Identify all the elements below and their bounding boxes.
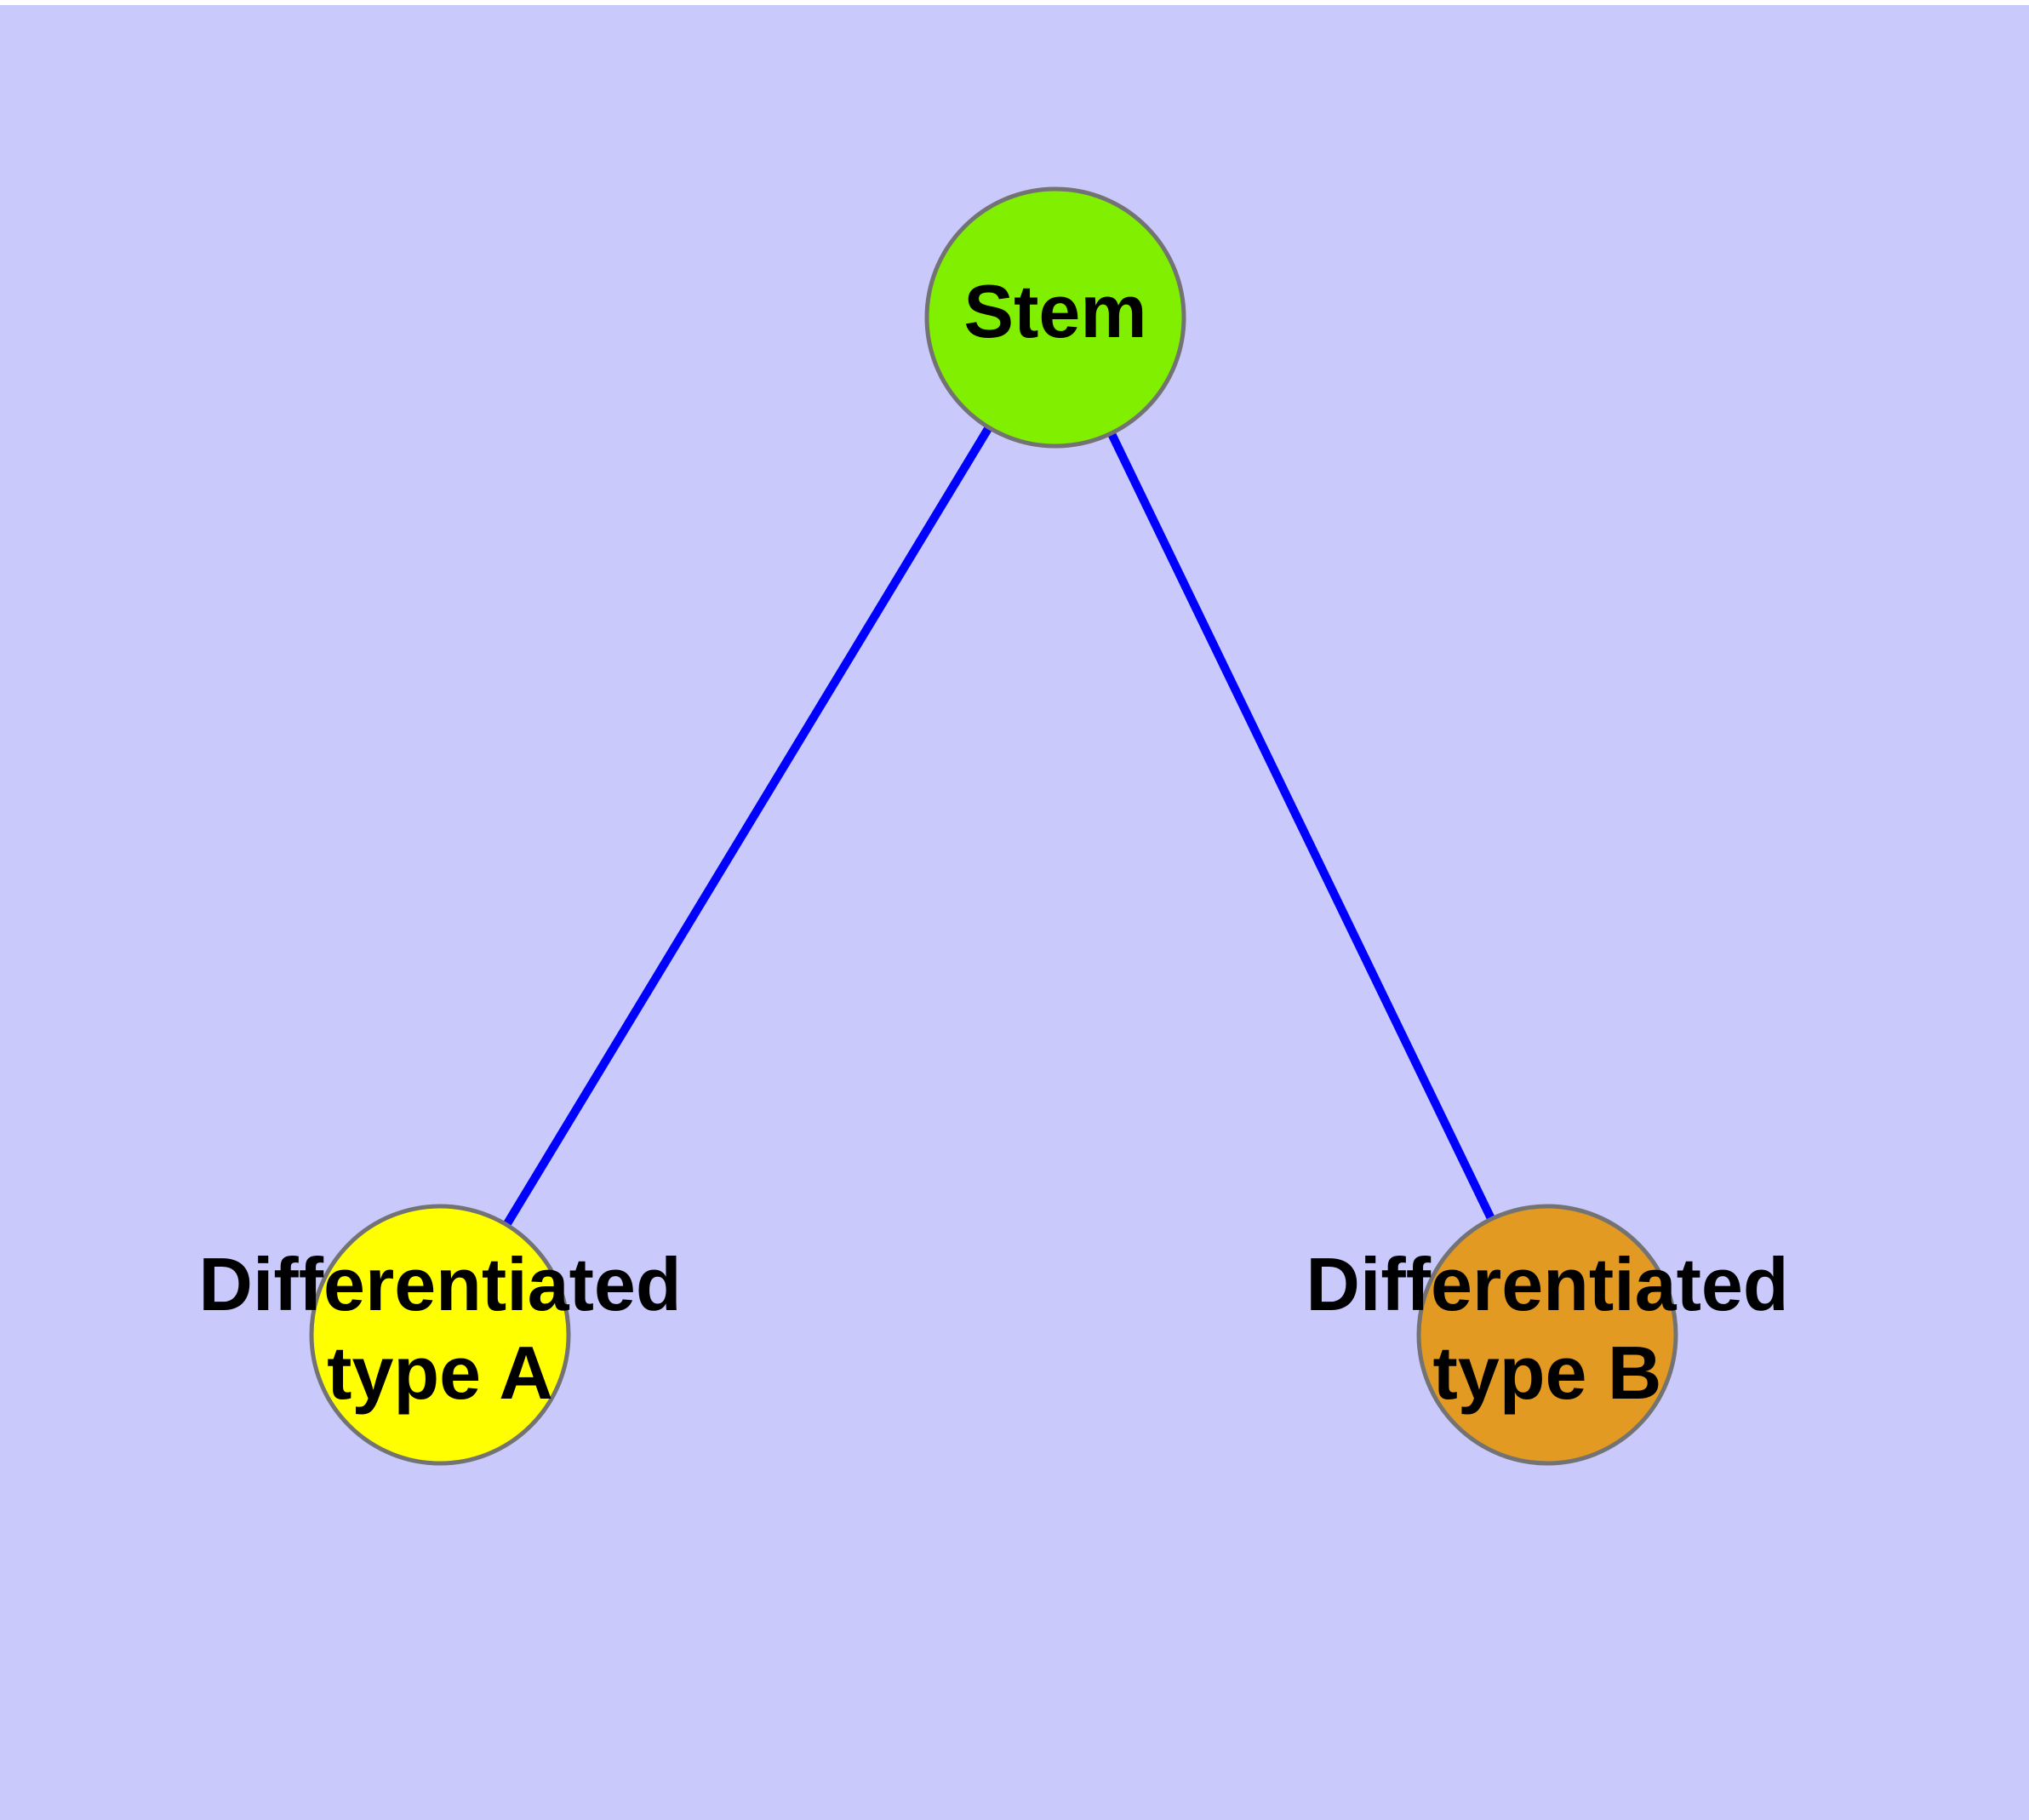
graph-edge-stem-to-diff_b[interactable] [1051, 315, 1552, 1337]
node-label-line: Stem [963, 269, 1146, 353]
node-circle-diff_b[interactable] [1416, 1204, 1678, 1466]
node-circle-diff_a[interactable] [309, 1204, 571, 1466]
node-label-line: type A [327, 1331, 553, 1415]
node-label-line: type B [1433, 1331, 1662, 1415]
node-label-stem: Stem [963, 269, 1146, 353]
node-label-line: Differentiated [1306, 1242, 1788, 1326]
graph-edge-stem-to-diff_a[interactable] [436, 315, 1060, 1337]
graph-node-stem[interactable]: Stem [924, 186, 1186, 449]
edge-layer [436, 315, 1552, 1337]
node-circle-stem[interactable] [924, 186, 1186, 449]
node-label-line: Differentiated [198, 1242, 681, 1326]
